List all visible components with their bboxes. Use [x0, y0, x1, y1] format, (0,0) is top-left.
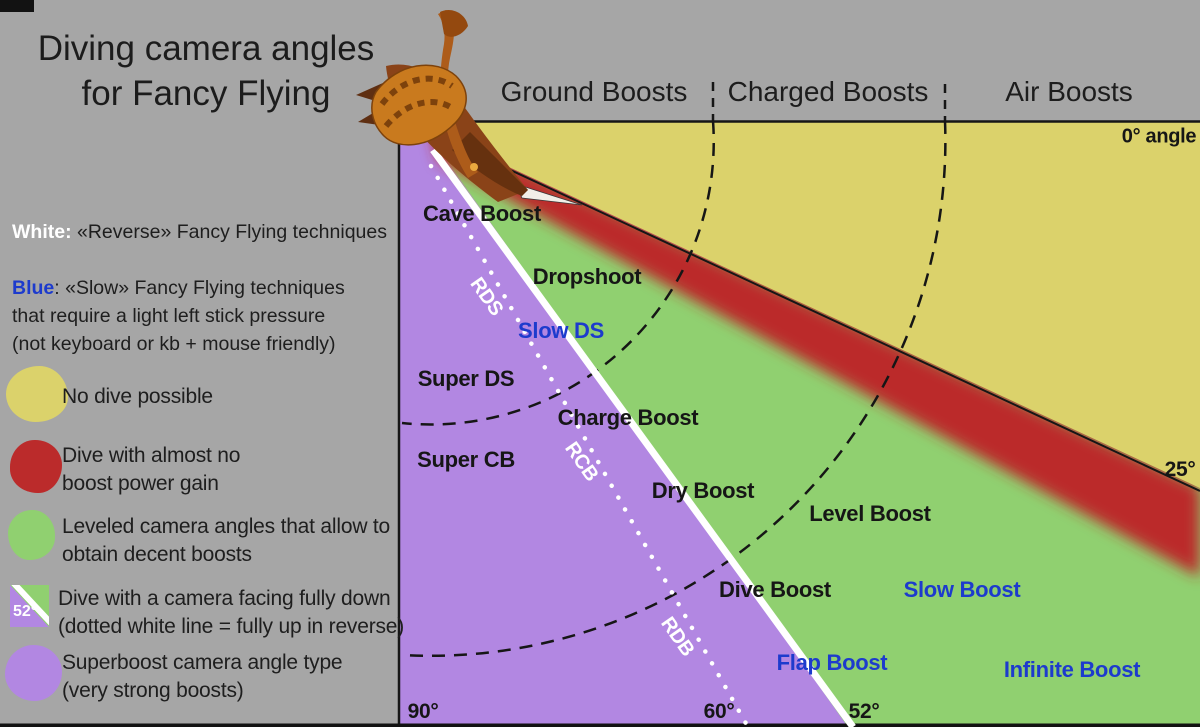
label-level-boost: Level Boost	[809, 501, 931, 526]
legend-swatch-52-split	[10, 585, 49, 627]
line-25deg	[430, 132, 1200, 492]
angle-label-60: 60°	[703, 700, 735, 723]
legend-swatch-yellow	[6, 366, 68, 422]
angle-label-52: 52°	[848, 700, 880, 723]
label-super-cb: Super CB	[417, 447, 515, 472]
label-dive-boost: Dive Boost	[719, 577, 831, 602]
bottom-border	[0, 723, 1200, 727]
angle-label-0: 0° angle	[1121, 125, 1197, 148]
zone-header-air-boosts: Air Boosts	[1005, 76, 1133, 107]
label-cave-boost: Cave Boost	[422, 201, 542, 226]
label-charge-boost: Charge Boost	[557, 405, 699, 430]
label-flap-boost: Flap Boost	[776, 650, 888, 675]
label-dry-boost: Dry Boost	[651, 478, 755, 503]
legend-split-purple-half	[10, 585, 49, 627]
diver-character	[356, 9, 583, 206]
legend-item-label: Dive with a camera facing fully down (do…	[58, 587, 405, 638]
note-blue-text: : «Slow» Fancy Flying techniques that re…	[12, 277, 345, 355]
page-title-line2: for Fancy Flying	[81, 74, 331, 113]
legend-swatch-red	[10, 440, 62, 493]
label-dropshoot: Dropshoot	[532, 264, 642, 289]
arc-ground-charged	[401, 120, 715, 426]
page-title-line1: Diving camera angles	[37, 29, 375, 68]
legend-item-label: Superboost camera angle type (very stron…	[62, 651, 343, 702]
page-title: Diving camera angles for Fancy Flying	[0, 26, 412, 116]
line-52deg-white	[430, 147, 856, 727]
angle-label-90: 90°	[407, 700, 439, 723]
legend-52-angle-label: 52°	[13, 603, 38, 620]
note-white-techniques: White: «Reverse» Fancy Flying techniques	[12, 218, 387, 246]
zone-red-band	[430, 126, 1200, 577]
diver-ribbon-tip	[440, 9, 468, 37]
legend-item-label: No dive possible	[62, 385, 213, 408]
corner-mark	[0, 0, 34, 12]
zone-no-dive-yellow	[428, 121, 1200, 488]
diver-band-pattern	[379, 75, 454, 106]
diver-ankle-ring	[470, 163, 478, 171]
diver-ribbon	[438, 10, 478, 178]
diver-band-pattern	[383, 99, 454, 128]
zone-header-charged-boosts: Charged Boosts	[727, 76, 929, 107]
note-blue-techniques: Blue: «Slow» Fancy Flying techniques tha…	[12, 274, 345, 358]
legend-swatch-purple	[5, 645, 62, 701]
legend-item-label: Leveled camera angles that allow to obta…	[62, 515, 391, 566]
legend-swatch-green	[8, 510, 55, 560]
zone-leveled-green	[428, 134, 1200, 727]
label-super-ds: Super DS	[417, 366, 515, 391]
note-white-label: White:	[12, 221, 72, 243]
line-reverse-dotted	[428, 163, 751, 727]
legend-item-label: Dive with almost no boost power gain	[62, 444, 241, 495]
note-white-text: «Reverse» Fancy Flying techniques	[71, 221, 387, 243]
note-blue-label: Blue	[12, 277, 55, 299]
zone-header-ground-boosts: Ground Boosts	[500, 76, 688, 107]
label-infinite-boost: Infinite Boost	[1003, 657, 1141, 682]
arc-charged-air	[401, 120, 947, 657]
diver-body-shadow	[452, 132, 528, 196]
label-slow-boost: Slow Boost	[903, 577, 1021, 602]
label-slow-ds: Slow DS	[518, 318, 604, 343]
angle-label-25: 25°	[1164, 458, 1196, 481]
